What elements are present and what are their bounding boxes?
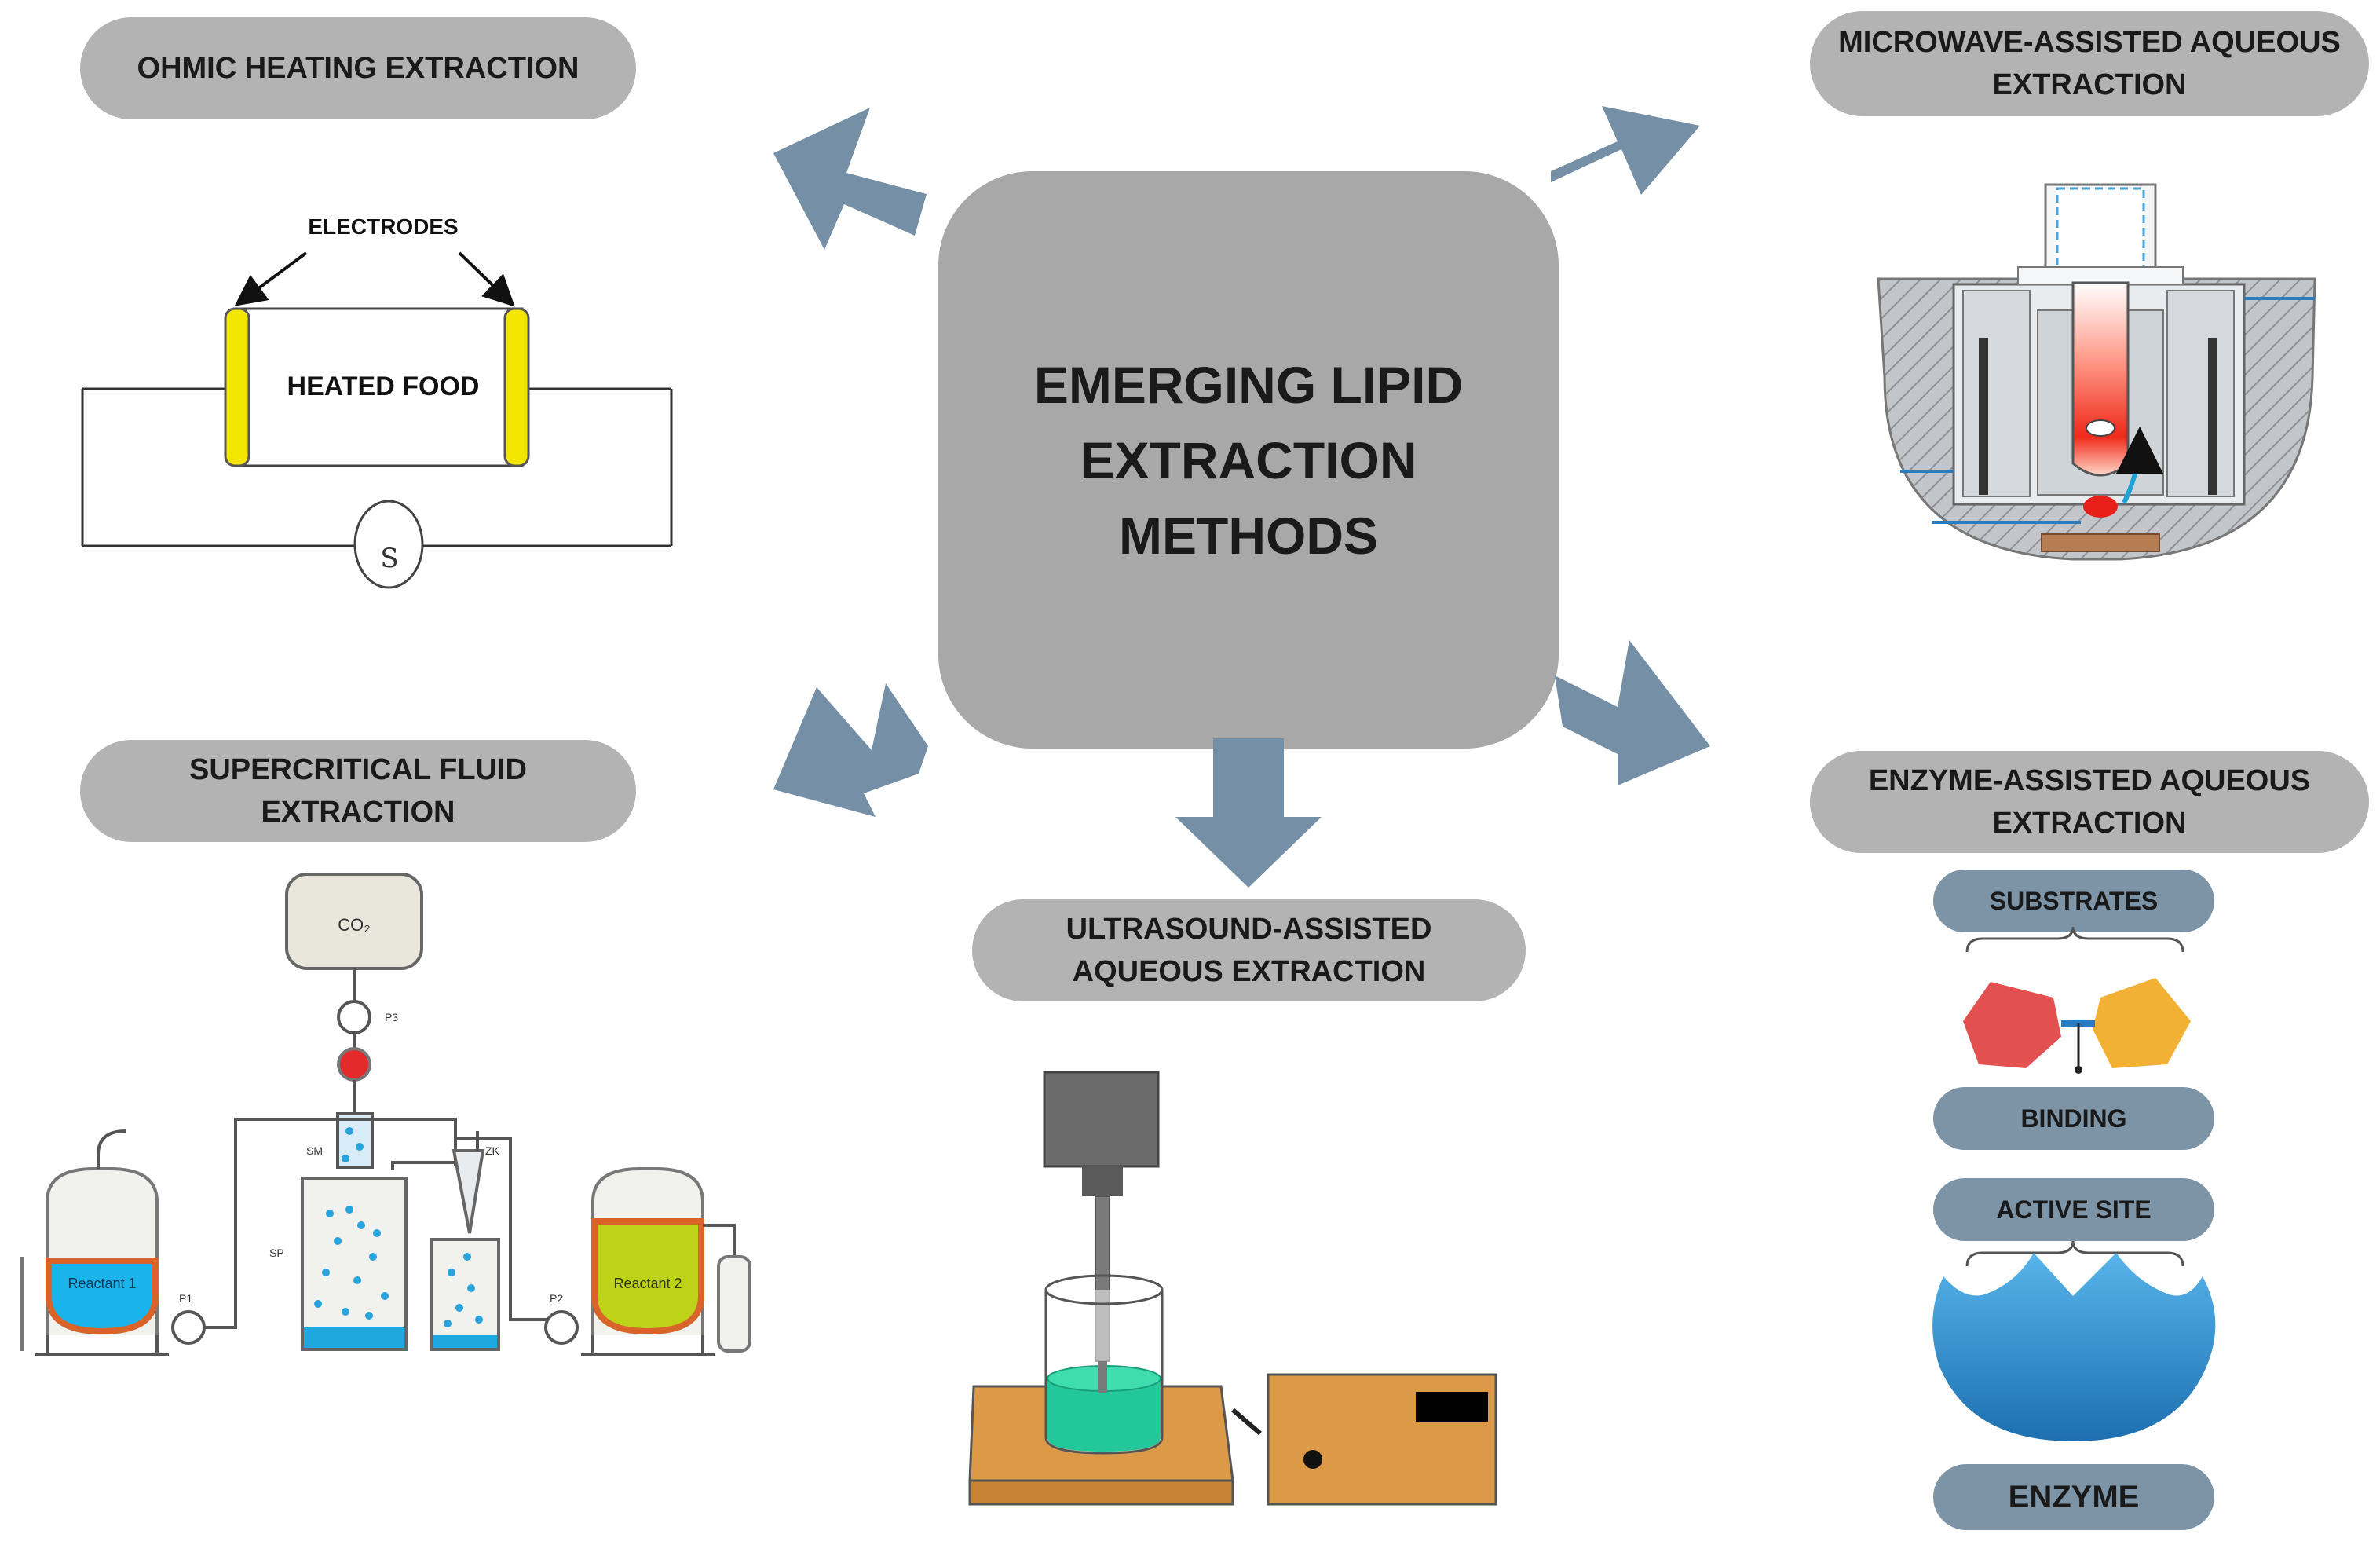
active-site-label: ACTIVE SITE [1996, 1195, 2152, 1224]
sonicator-head [1043, 1071, 1160, 1168]
electrode-pointer-left [234, 251, 308, 306]
electrode-pointer-right [458, 251, 515, 307]
microwave-diagram [1877, 183, 2316, 561]
zk-label: ZK [485, 1144, 500, 1157]
substrates-label: SUBSTRATES [1989, 886, 2159, 915]
co2-label: CO₂ [338, 915, 371, 935]
ohmic-heating-title-text: OHMIC HEATING EXTRACTION [137, 52, 579, 85]
supercritical-title: SUPERCRITICAL FLUID EXTRACTION [80, 740, 636, 842]
arrows [773, 106, 1710, 888]
center-title-box: EMERGING LIPID EXTRACTION METHODS [938, 171, 1559, 749]
spray-particles [314, 1127, 483, 1327]
binding-label: BINDING [2020, 1104, 2127, 1133]
microwave-coil [2041, 533, 2160, 552]
microwave-title: MICROWAVE-ASSISTED AQUEOUS EXTRACTION [1810, 11, 2369, 116]
sm-label: SM [306, 1144, 323, 1157]
substrate-red [1963, 982, 2061, 1068]
arrow-top-left [773, 108, 927, 250]
electrode-right [503, 307, 530, 467]
arrow-down [1175, 738, 1322, 888]
enzyme-title-text: ENZYME-ASSISTED AQUEOUS EXTRACTION [1868, 764, 2311, 840]
microwave-title-text: MICROWAVE-ASSISTED AQUEOUS EXTRACTION [1838, 26, 2341, 101]
enzyme-title: ENZYME-ASSISTED AQUEOUS EXTRACTION [1810, 751, 2369, 853]
pump-p3 [337, 1000, 371, 1034]
arrow-bottom-left [773, 683, 928, 817]
electrodes-label: ELECTRODES [308, 214, 458, 239]
ohmic-heating-diagram [81, 251, 673, 589]
arrow-top-right [1551, 106, 1700, 195]
reactant1-label: Reactant 1 [68, 1276, 136, 1291]
active-site-pill: ACTIVE SITE [1933, 1178, 2214, 1241]
pump-p2 [544, 1310, 579, 1345]
pump-p1 [171, 1310, 206, 1345]
electrode-left [224, 307, 250, 467]
binding-pill: BINDING [1933, 1087, 2214, 1150]
spray-chamber [301, 1177, 408, 1351]
sp-label: SP [269, 1247, 284, 1259]
heated-food-chamber [234, 307, 524, 467]
p3-label: P3 [385, 1011, 398, 1023]
supercritical-diagram [20, 873, 751, 1356]
substrate-yellow [2093, 978, 2191, 1068]
heater [337, 1047, 371, 1082]
enzyme-shape [1932, 1253, 2216, 1441]
source-label: S [380, 543, 398, 574]
sample-tube [2071, 281, 2130, 477]
substrates-pill: SUBSTRATES [1933, 870, 2214, 932]
power-source [353, 500, 424, 589]
arrow-bottom-right [1555, 640, 1710, 785]
heated-food-label: HEATED FOOD [287, 372, 480, 401]
enzyme-label: ENZYME [2008, 1479, 2140, 1514]
enzyme-pill: ENZYME [1933, 1464, 2214, 1530]
ultrasound-generator [1267, 1373, 1497, 1506]
ultrasound-diagram [968, 1071, 1497, 1506]
enzyme-diagram [1932, 926, 2216, 1441]
p2-label: P2 [550, 1292, 563, 1305]
center-title: EMERGING LIPID EXTRACTION METHODS [1033, 355, 1464, 565]
supercritical-title-text: SUPERCRITICAL FLUID EXTRACTION [189, 753, 527, 829]
reactant2-label: Reactant 2 [613, 1276, 682, 1291]
p1-label: P1 [179, 1292, 192, 1305]
ultrasound-title: ULTRASOUND-ASSISTED AQUEOUS EXTRACTION [972, 899, 1526, 1001]
ultrasound-title-text: ULTRASOUND-ASSISTED AQUEOUS EXTRACTION [1066, 913, 1432, 988]
ohmic-heating-title: OHMIC HEATING EXTRACTION [80, 17, 636, 119]
